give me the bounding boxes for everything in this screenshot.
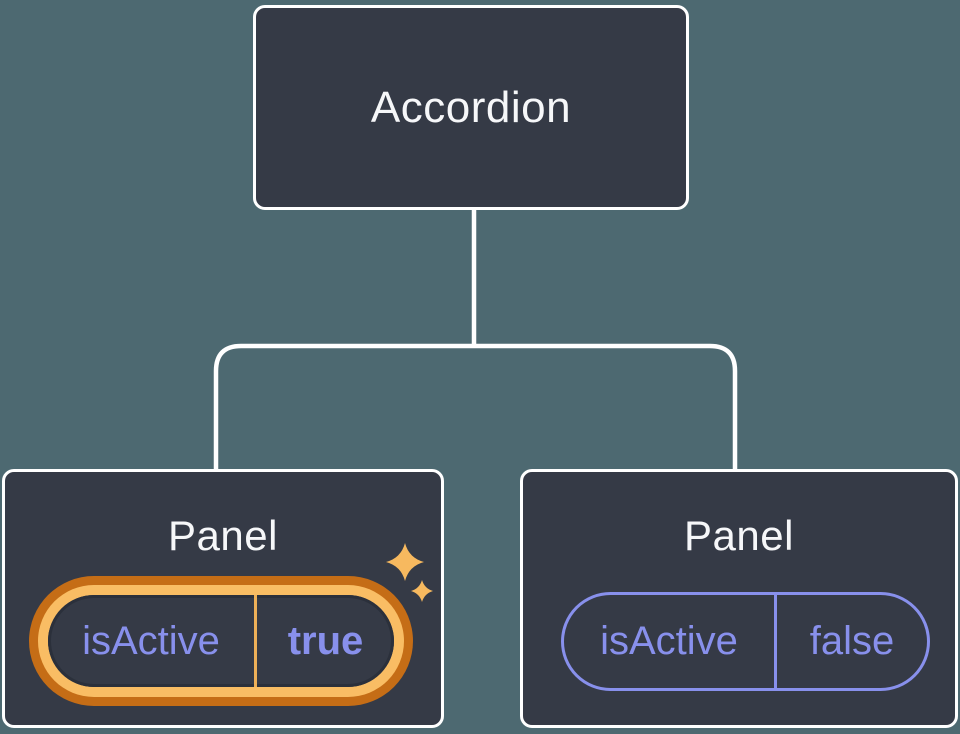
state-pill-core: isActive true (48, 595, 394, 687)
node-label: Panel (168, 512, 278, 559)
node-panel-inactive: Panel isActive false (520, 469, 958, 728)
sparkle-large (386, 543, 424, 581)
state-value: true (287, 618, 364, 663)
connector-branch (213, 343, 738, 471)
state-pill: isActive false (561, 592, 930, 691)
node-label: Accordion (370, 82, 572, 132)
pill-divider (774, 595, 777, 688)
sparkles-icon (386, 543, 433, 602)
state-name: isActive (600, 619, 738, 663)
state-pill-highlighted: isActive true (29, 576, 413, 706)
state-value: false (809, 619, 895, 663)
state-name: isActive (82, 618, 220, 663)
sparkle-small (411, 580, 433, 602)
highlight-ring: isActive true (38, 585, 404, 697)
pill-divider (254, 595, 257, 687)
node-accordion: Accordion (253, 5, 689, 210)
node-label: Panel (684, 512, 794, 559)
node-panel-active: Panel isActive true (2, 469, 444, 728)
